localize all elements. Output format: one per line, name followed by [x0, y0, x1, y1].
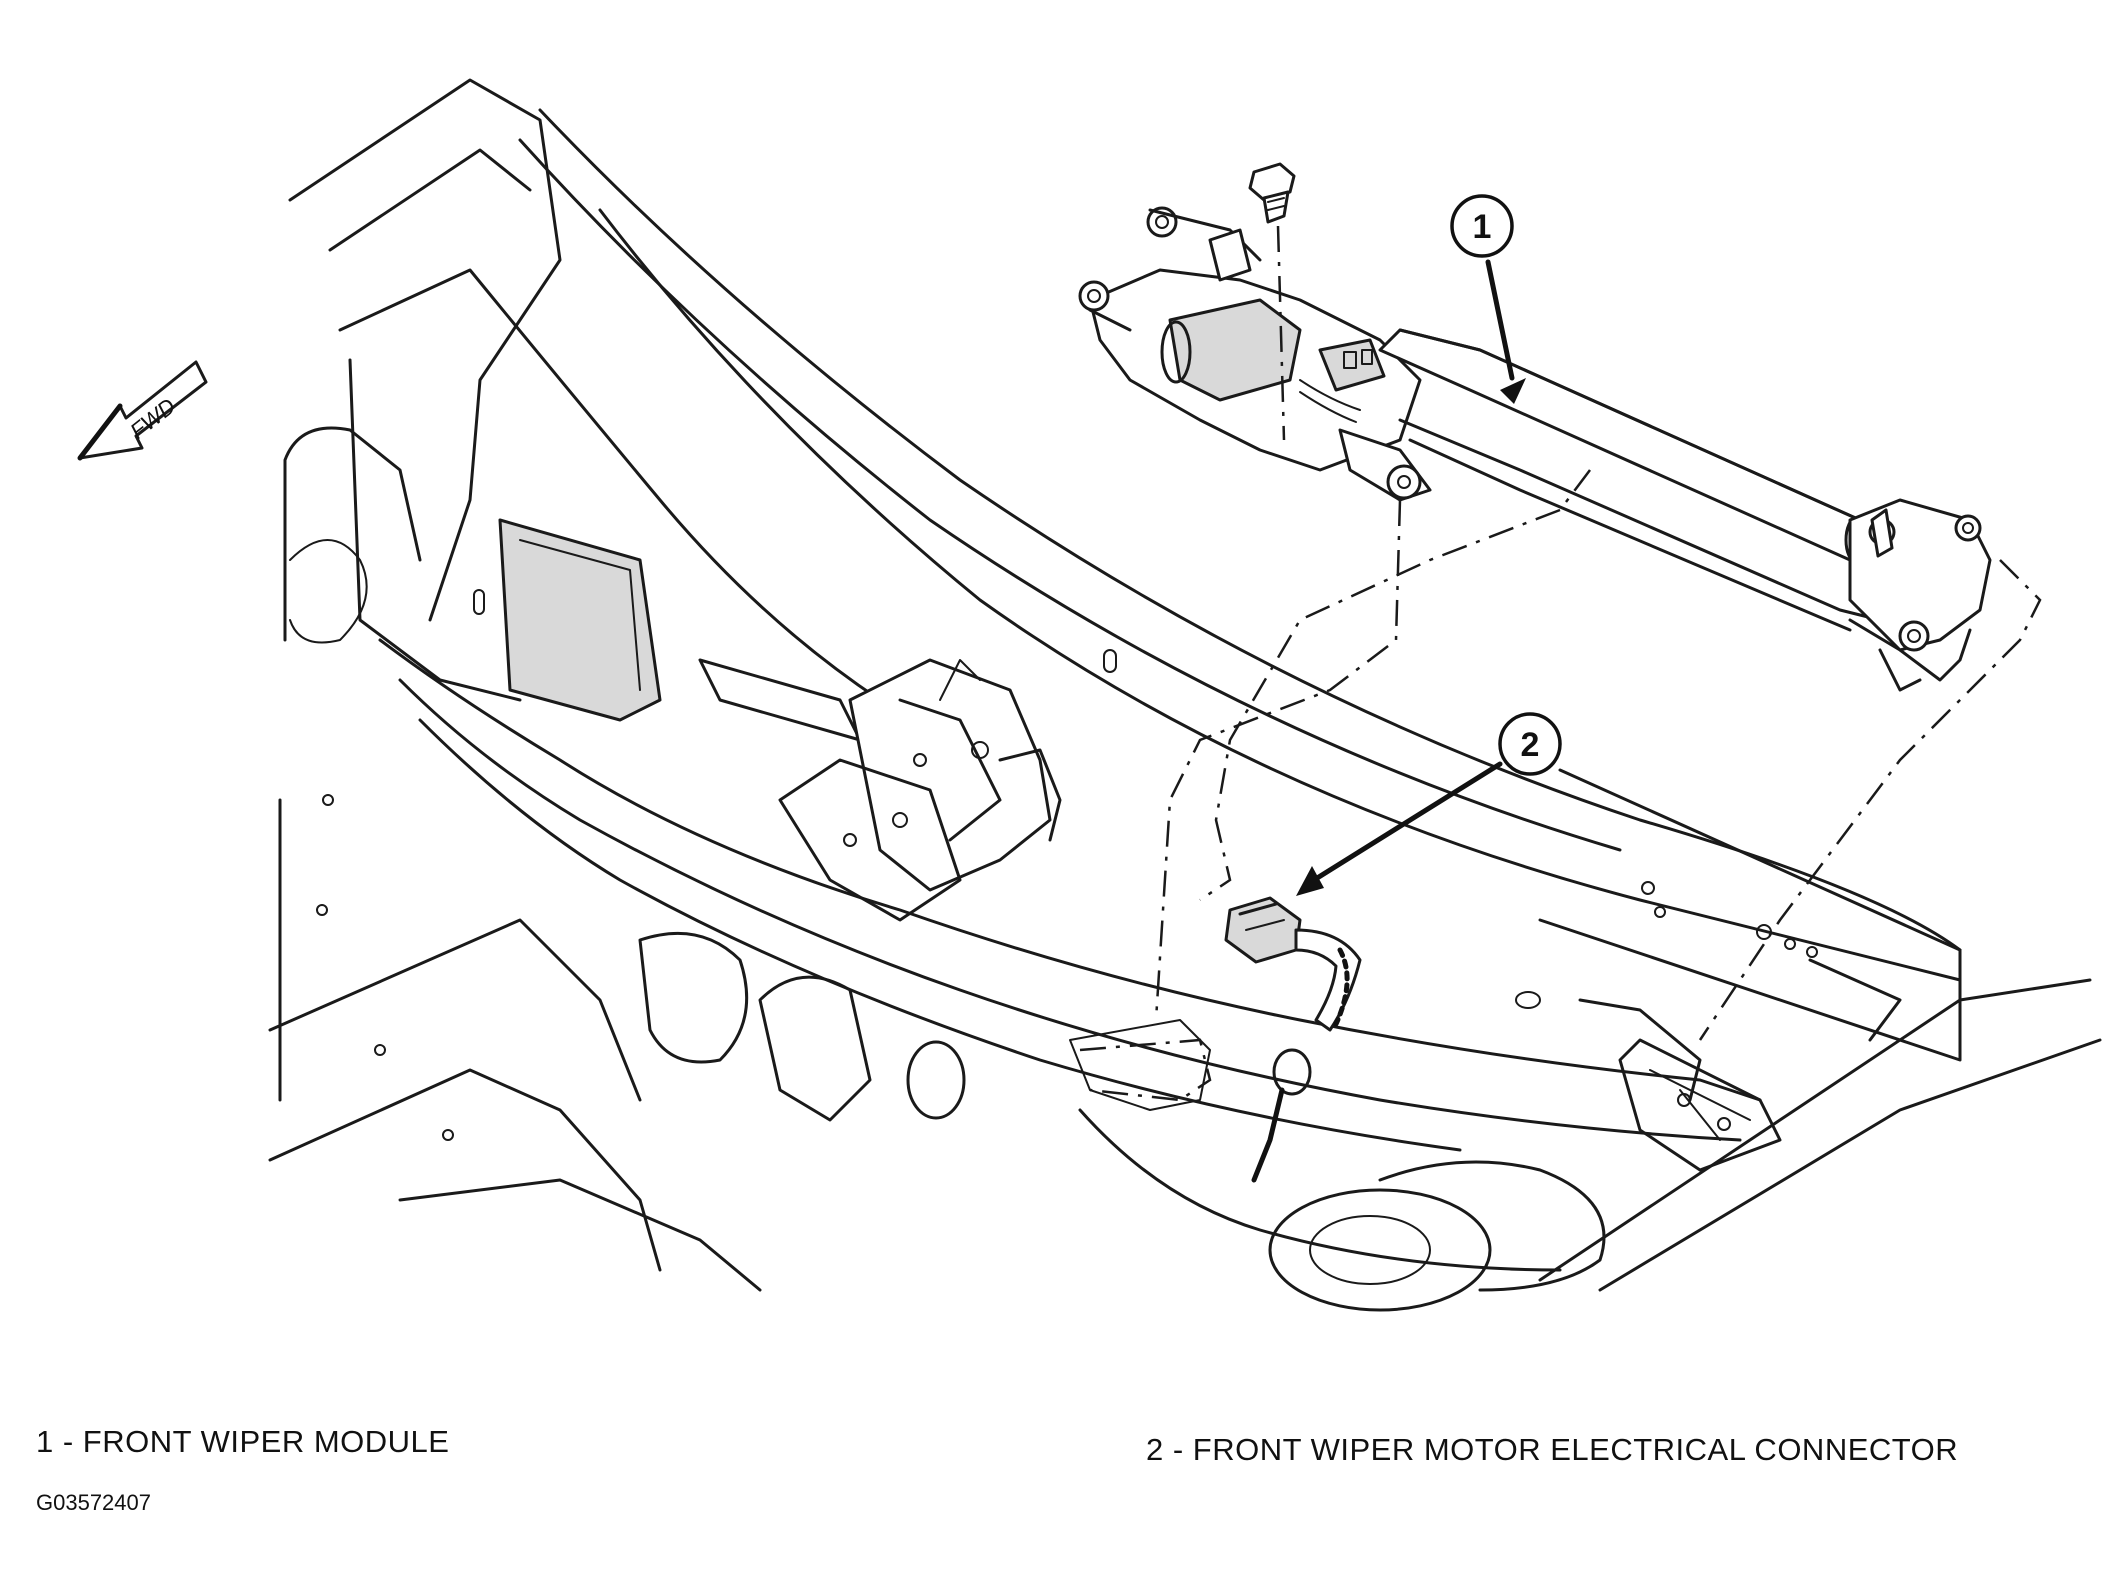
harness-routing-outline: [1069, 1019, 1212, 1111]
lower-cowl-crossmember: [378, 638, 1762, 1312]
cowl-panel: [338, 108, 1962, 1062]
callout-2-arrowhead: [1296, 866, 1324, 896]
callout-2: 2: [1296, 712, 1562, 896]
wiper-module-exploded-diagram: FWD: [77, 78, 2102, 1312]
callout-1: 1: [1450, 194, 1526, 404]
callout-1-number: 1: [1473, 208, 1492, 246]
mounting-bolt: [1248, 162, 1296, 224]
alignment-dashed-lines: [1154, 225, 2042, 1041]
fwd-direction-arrow: FWD: [77, 360, 208, 461]
callout-1-arrowhead: [1500, 378, 1526, 404]
legend-item-2: 2 - FRONT WIPER MOTOR ELECTRICAL CONNECT…: [1146, 1432, 1959, 1467]
callout-2-number: 2: [1521, 726, 1540, 764]
right-strut-tower: [1538, 978, 2102, 1292]
front-wiper-module: [1078, 206, 1992, 692]
figure-code: G03572407: [36, 1490, 151, 1515]
wiper-motor-electrical-connector: [1224, 896, 1362, 1032]
left-fender-apron: [268, 78, 762, 1292]
legend-item-1: 1 - FRONT WIPER MODULE: [36, 1424, 450, 1459]
mounting-bracket: [778, 658, 1062, 922]
